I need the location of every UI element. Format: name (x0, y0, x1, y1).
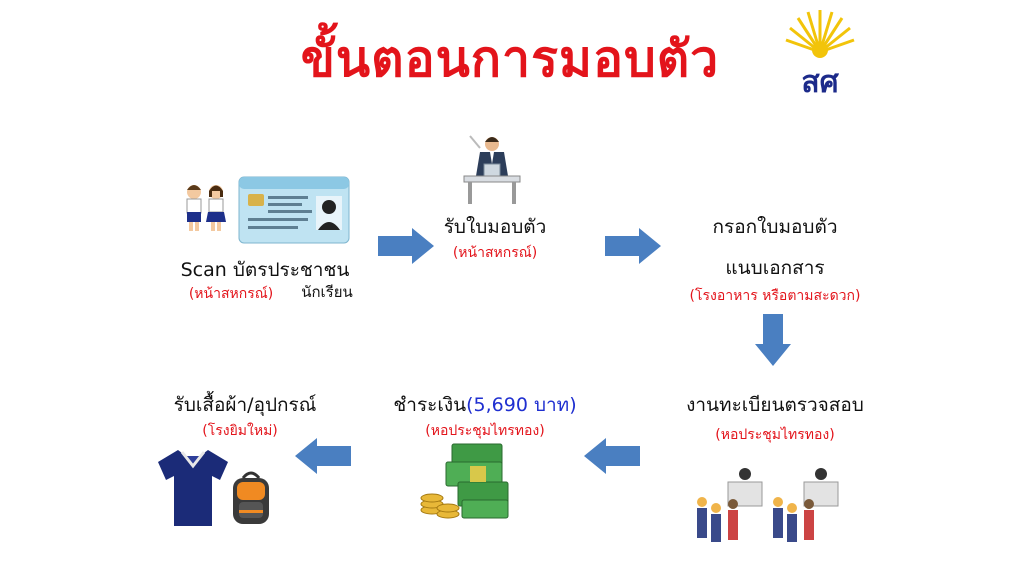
shirt-icon (156, 446, 230, 528)
step-uniform-title: รับเสื้อผ้า/อุปกรณ์ (173, 394, 317, 416)
backpack-icon (229, 470, 273, 528)
money-icon (418, 440, 512, 524)
arrow-down (753, 312, 793, 368)
step-uniform-note: (โรงยิมใหม่) (202, 423, 278, 439)
payment-label: ชำระเงิน (393, 394, 467, 416)
step-payment-note: (หอประชุมไทรทอง) (425, 423, 545, 439)
step-scan-title: Scan บัตรประชาชน (180, 259, 350, 281)
step-scan-note2: นักเรียน (301, 283, 353, 301)
step-fill-title2: แนบเอกสาร (725, 257, 825, 279)
step-fill-note: (โรงอาหาร หรือตามสะดวก) (689, 288, 861, 304)
logo-text: สศ (801, 65, 839, 98)
id-card-icon (238, 176, 350, 244)
students-icon (180, 182, 230, 234)
school-logo: สศ (780, 6, 860, 100)
page-title: ขั้นตอนการมอบตัว (300, 30, 720, 88)
arrow-left (293, 436, 353, 476)
payment-amount: (5,690 บาท) (466, 394, 577, 416)
step-fill-title: กรอกใบมอบตัว (712, 216, 838, 238)
arrow-right (603, 226, 663, 266)
arrow-left (582, 436, 642, 476)
registration-queue-icon (688, 462, 852, 548)
step-form-note: (หน้าสหกรณ์) (452, 245, 538, 261)
arrow-right (376, 226, 436, 266)
step-check-note: (หอประชุมไทรทอง) (715, 427, 835, 443)
step-scan-note: (หน้าสหกรณ์) (188, 286, 274, 302)
step-payment-title: ชำระเงิน(5,690 บาท) (370, 390, 600, 420)
step-form-title: รับใบมอบตัว (443, 216, 547, 238)
step-check-title: งานทะเบียนตรวจสอบ (686, 394, 864, 416)
office-worker-icon (460, 132, 524, 206)
